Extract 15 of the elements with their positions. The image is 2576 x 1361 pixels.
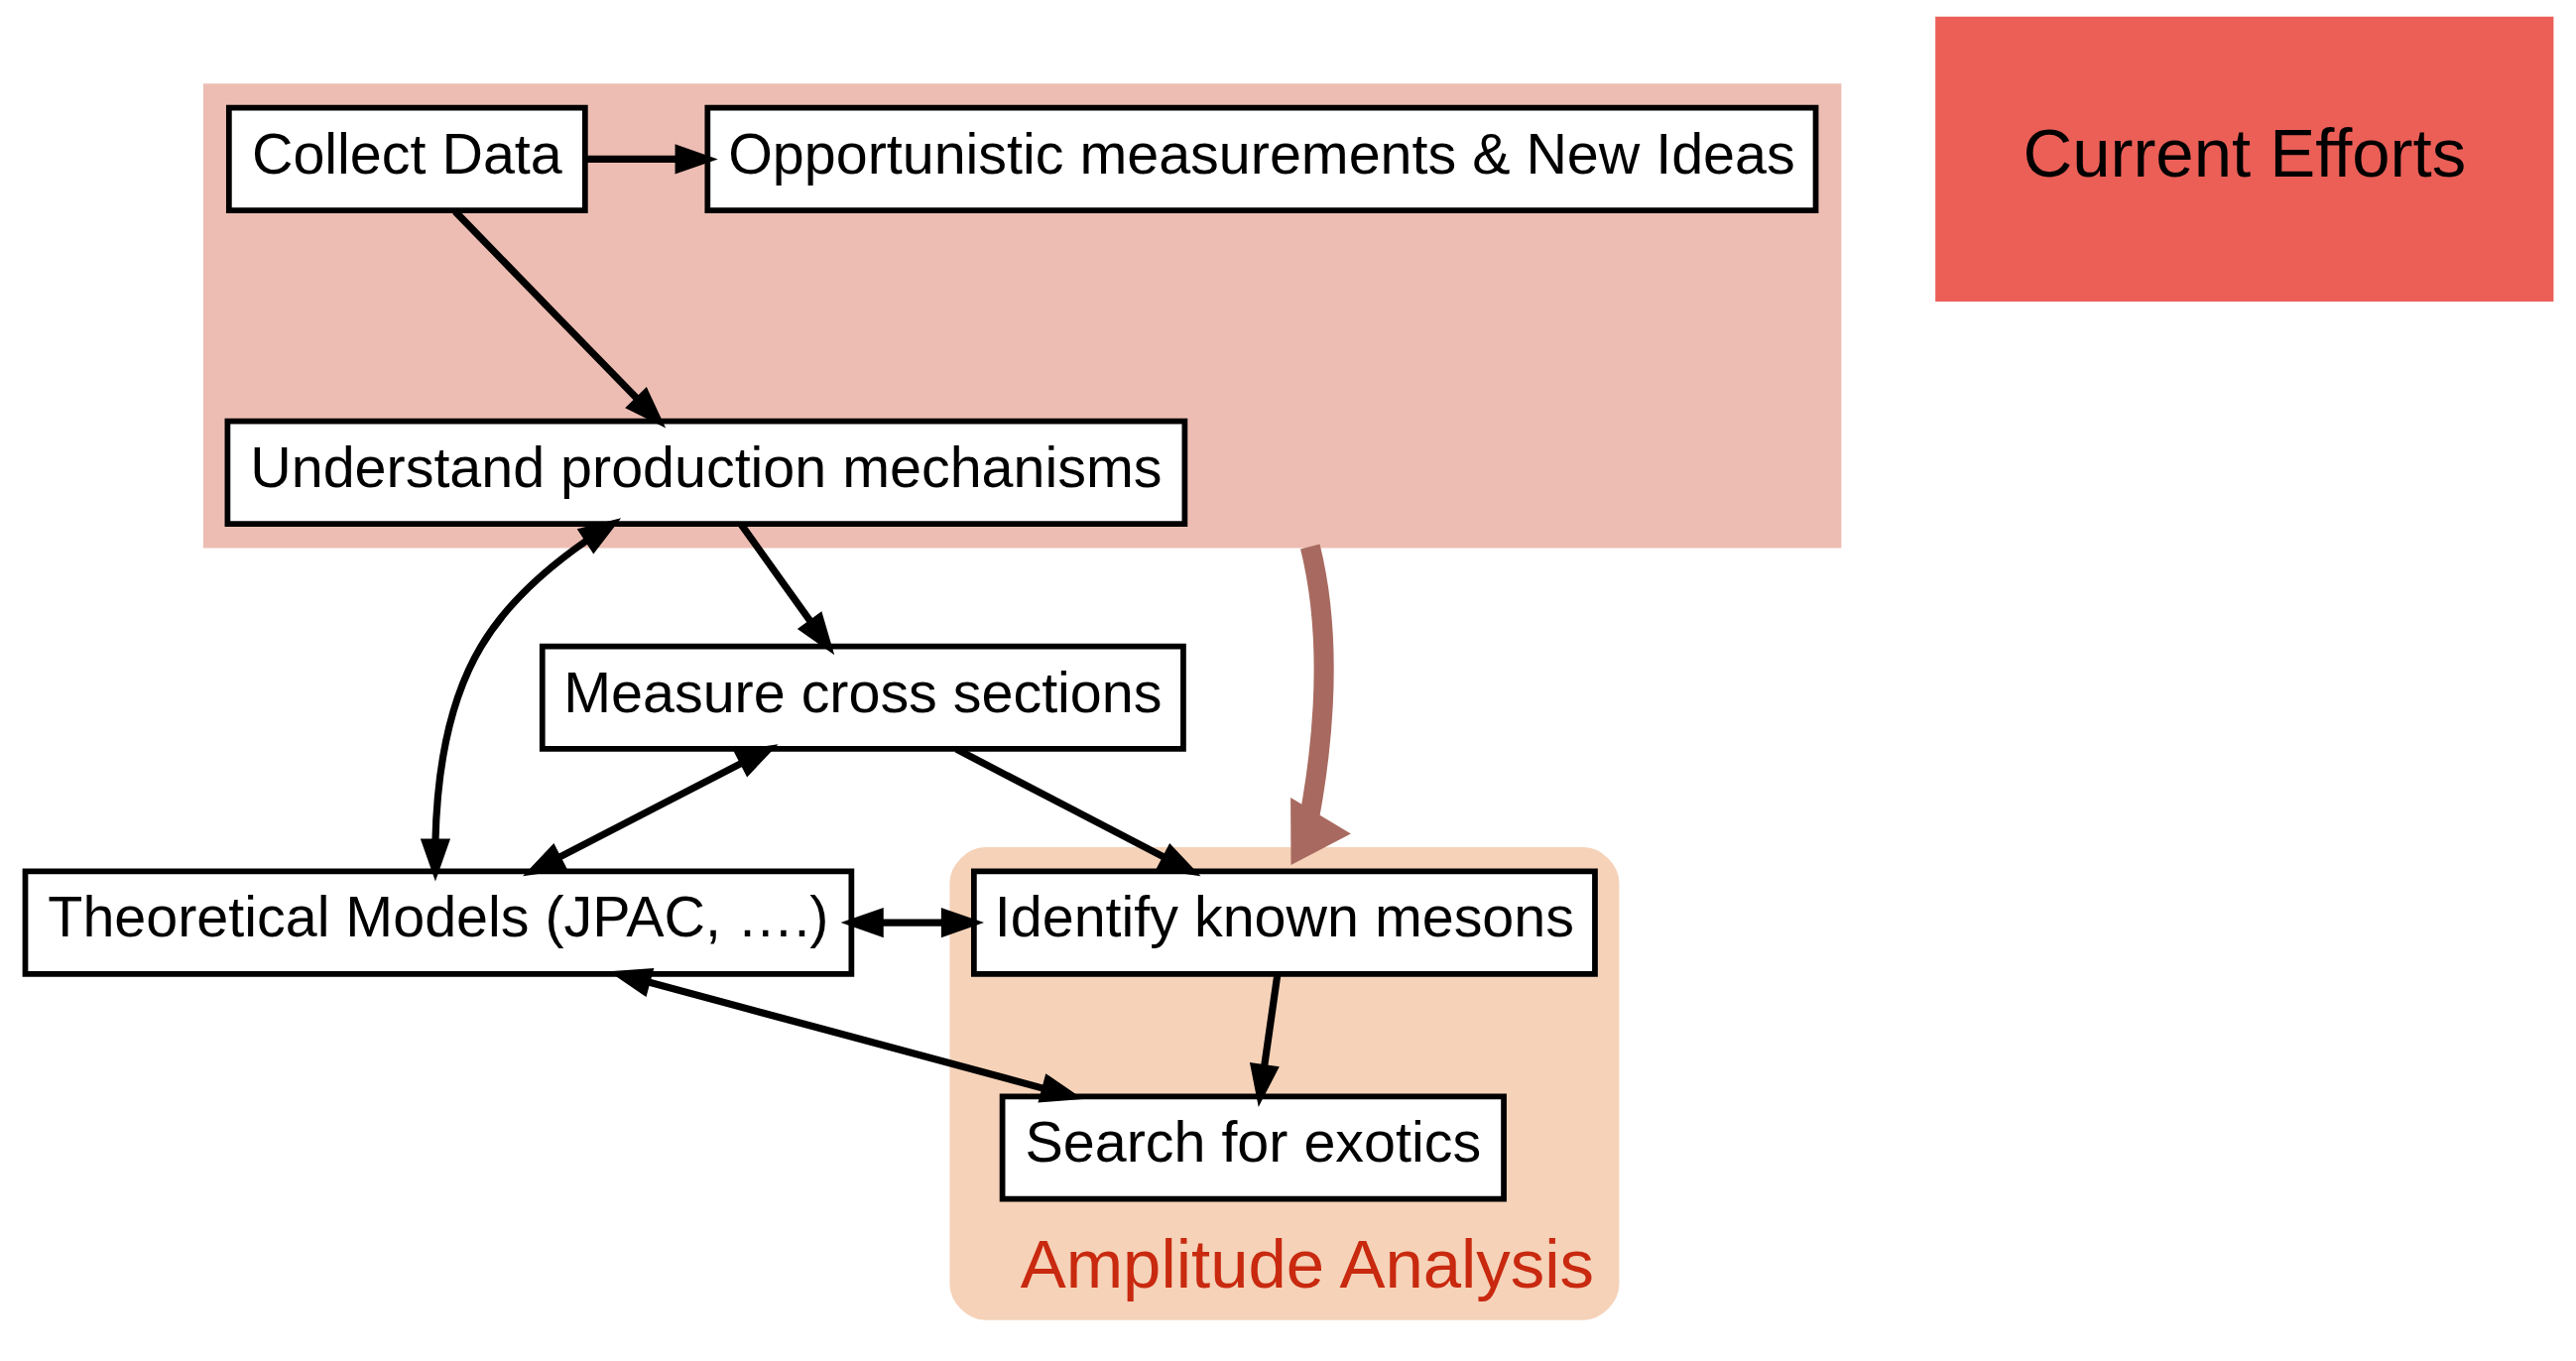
- arrow: [523, 744, 779, 877]
- node-box: Current Efforts: [1935, 16, 2554, 302]
- node-box: Theoretical Models (JPAC, ….): [22, 868, 855, 977]
- arrow: [420, 518, 622, 882]
- node-box: Identify known mesons: [971, 868, 1598, 977]
- node-box: Opportunistic measurements & New Ideas: [704, 104, 1819, 213]
- arrow: [1249, 973, 1282, 1107]
- cluster: [203, 83, 1842, 549]
- arrow: [585, 144, 718, 175]
- node-box: Search for exotics: [999, 1093, 1507, 1202]
- node-box: Collect Data: [225, 104, 588, 213]
- node-box: Understand production mechanisms: [224, 418, 1188, 527]
- node-box: Measure cross sections: [539, 643, 1186, 752]
- arrow: [1290, 544, 1351, 865]
- arrow: [840, 908, 985, 938]
